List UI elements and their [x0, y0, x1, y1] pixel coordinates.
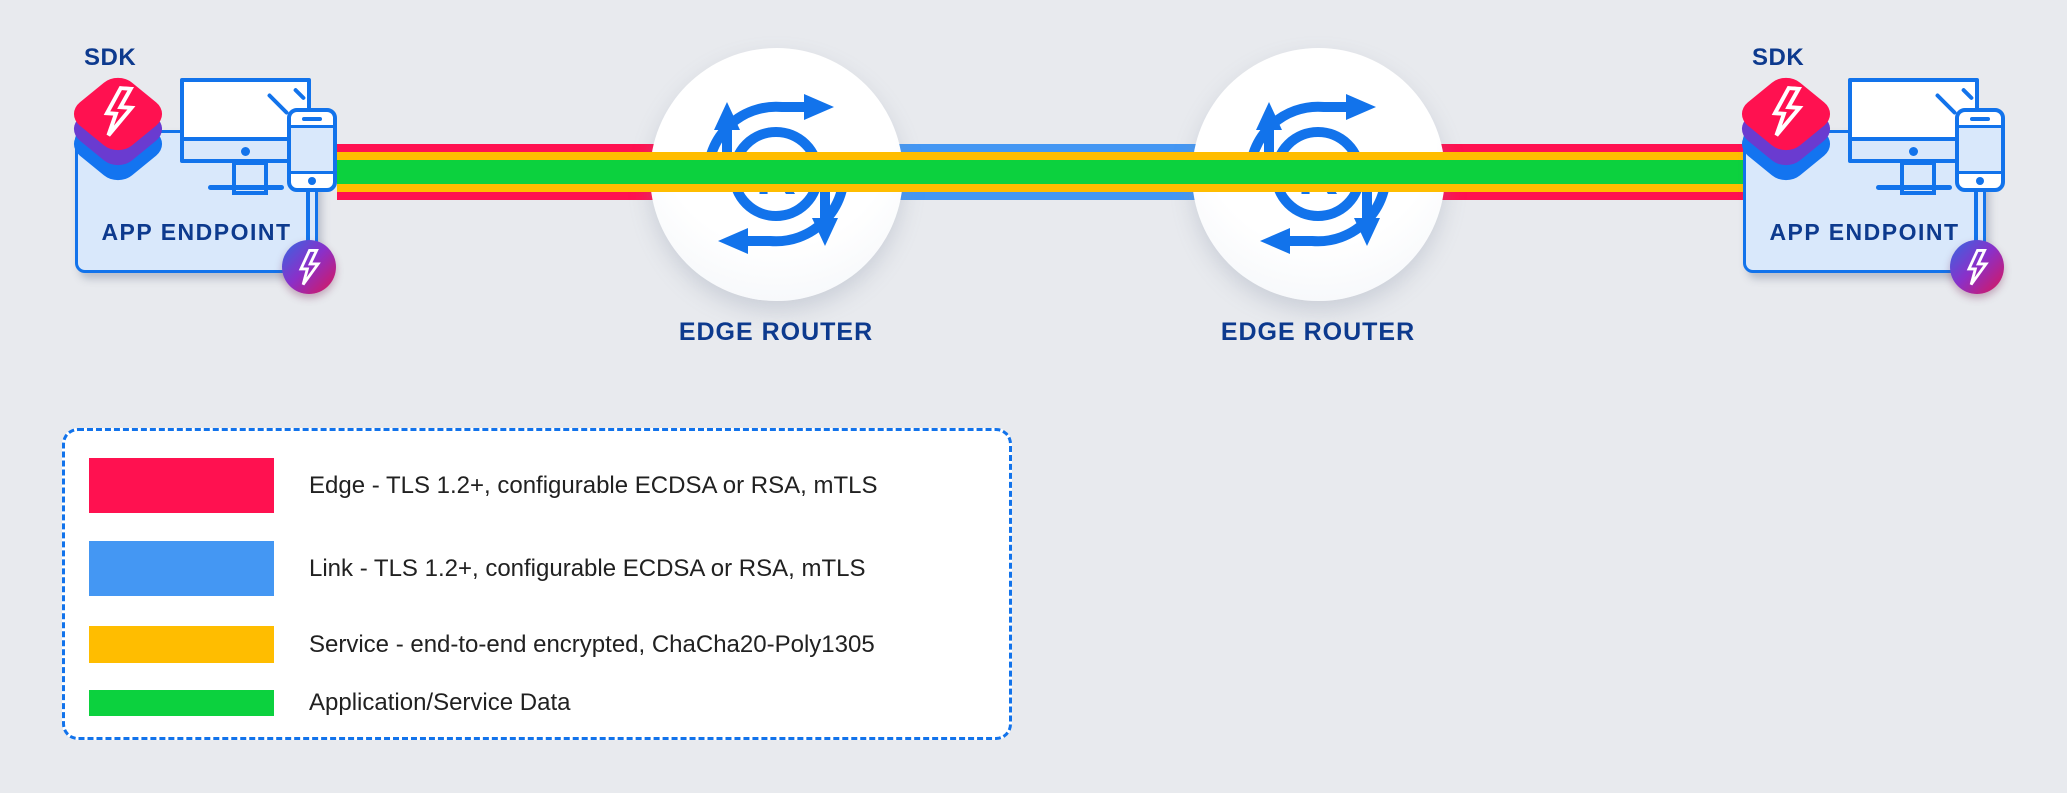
phone-home-dot [308, 177, 316, 185]
bolt-badge-icon [1950, 240, 2004, 294]
phone-speaker [302, 117, 322, 121]
lightning-bolt-icon [299, 249, 320, 286]
legend-label: Application/Service Data [309, 689, 571, 716]
legend-row: Link - TLS 1.2+, configurable ECDSA or R… [89, 541, 865, 596]
link-stripe-bottom [776, 192, 1318, 200]
lightning-bolt-icon [1771, 85, 1803, 139]
monitor-bar [1852, 137, 1975, 159]
endpoint-label: APP ENDPOINT [101, 219, 292, 245]
phone-home-dot [1976, 177, 1984, 185]
connector-line [1974, 188, 1978, 270]
service-stripe-bottom [337, 184, 1745, 192]
data-stripe [337, 160, 1745, 184]
app-endpoint-right: SDK APP ENDPOINT [1708, 28, 2038, 308]
monitor-base [1876, 185, 1952, 190]
smartphone-icon [287, 108, 337, 192]
legend-label: Link - TLS 1.2+, configurable ECDSA or R… [309, 554, 866, 582]
phone-speaker [1970, 117, 1990, 121]
sdk-label: SDK [1752, 44, 1805, 71]
lightning-bolt-icon [103, 85, 135, 139]
legend-row: Service - end-to-end encrypted, ChaCha20… [89, 626, 875, 663]
legend-label: Edge - TLS 1.2+, configurable ECDSA or R… [309, 471, 878, 499]
edge-color-swatch [89, 458, 274, 513]
link-stripe-top [776, 144, 1318, 152]
link-color-swatch [89, 541, 274, 596]
connector-line [306, 188, 310, 270]
bolt-badge-icon [282, 240, 336, 294]
phone-screen [1959, 125, 2001, 174]
service-stripe-top [337, 152, 1745, 160]
data-color-swatch [89, 690, 274, 716]
legend-label: Service - end-to-end encrypted, ChaCha20… [309, 630, 875, 658]
legend-box: Edge - TLS 1.2+, configurable ECDSA or R… [62, 428, 1012, 740]
lightning-bolt-icon [1967, 249, 1988, 286]
endpoint-label: APP ENDPOINT [1769, 219, 1960, 245]
legend-row: Application/Service Data [89, 689, 571, 716]
app-endpoint-left: SDK APP ENDPOINT [40, 28, 370, 308]
monitor-base [208, 185, 284, 190]
monitor-dot [1908, 147, 1918, 156]
edge-router-left-label: EDGE ROUTER [678, 318, 874, 346]
sdk-label: SDK [84, 44, 137, 71]
phone-screen [291, 125, 333, 174]
monitor-bar [184, 137, 307, 159]
legend-row: Edge - TLS 1.2+, configurable ECDSA or R… [89, 458, 878, 513]
edge-router-right-label: EDGE ROUTER [1220, 318, 1416, 346]
monitor-dot [240, 147, 250, 156]
smartphone-icon [1955, 108, 2005, 192]
service-color-swatch [89, 626, 274, 663]
